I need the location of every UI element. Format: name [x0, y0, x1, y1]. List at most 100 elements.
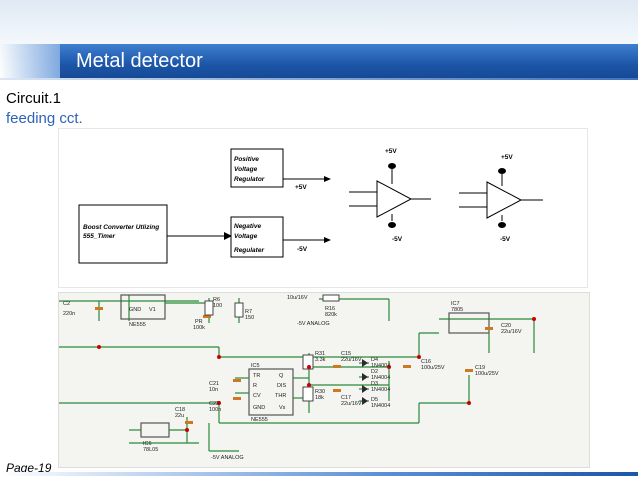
v1-pin-label: V1 — [149, 307, 156, 313]
amp2-bottom-node — [498, 222, 506, 228]
schematic-svg: C2 220n GND V1 NE555 PR 100k R6 100 R7 1… — [59, 294, 536, 461]
amp2-top-node — [498, 168, 506, 174]
c21-value: 10n — [209, 387, 218, 393]
schematic-wires — [59, 294, 535, 452]
analog-rail-bottom: -5V ANALOG — [211, 455, 244, 461]
cv-pin: CV — [253, 393, 261, 399]
ne555-label: NE555 — [129, 322, 146, 328]
ic7-label: IC7 — [451, 301, 460, 307]
c16-label: C16 — [421, 359, 431, 365]
page-number: Page-19 — [6, 461, 52, 475]
pos-output-arrow — [324, 176, 331, 182]
c20-value: 22u/16V — [501, 329, 522, 335]
amp2-bottom-label: -5V — [500, 236, 511, 243]
amp1-bottom-label: -5V — [392, 236, 403, 243]
boost-label-2: 555_Timer — [83, 233, 116, 240]
block-diagram-figure: Boost Converter Utlizing 555_Timer Posit… — [58, 128, 588, 288]
schematic-nodes — [97, 317, 536, 432]
c2-value: 220n — [63, 311, 75, 317]
d3-label: D3 — [371, 381, 378, 387]
cap-top-value: 10u/16V — [287, 295, 308, 301]
q-pin: Q — [279, 373, 284, 379]
negative-regulator-box — [230, 216, 284, 258]
d3-value: 1N4004 — [371, 387, 390, 393]
ic6-value: 78L05 — [143, 447, 158, 453]
arrow-head — [224, 232, 232, 240]
header-bar-fade — [0, 44, 60, 78]
pos-label-1: Positive — [234, 156, 259, 163]
c15-value: 22u/16V — [341, 357, 362, 363]
r30-label: R30 — [315, 389, 325, 395]
gnd-pin-label: GND — [129, 307, 141, 313]
c15-label: C15 — [341, 351, 351, 357]
ic6-label: IC6 — [143, 441, 152, 447]
amp1-top-node — [388, 163, 396, 169]
c18-value: 22u — [175, 413, 184, 419]
r31-label: R31 — [315, 351, 325, 357]
pr-value: 100k — [193, 325, 205, 331]
title-bar — [60, 44, 638, 78]
d5-value: 1N4004 — [371, 403, 390, 409]
gnd-pin-b: GND — [253, 405, 265, 411]
schematic-resistors — [204, 294, 340, 402]
r6-label: R6 — [213, 297, 220, 303]
header-divider — [0, 78, 638, 80]
pos-label-3: Regulator — [234, 176, 265, 183]
c22-value: 100n — [209, 407, 221, 413]
op-amp-1: +5V -5V — [349, 148, 431, 243]
op-amp-2: +5V -5V — [459, 154, 543, 243]
amp1-triangle — [376, 180, 413, 218]
c16-value: 100u/25V — [421, 365, 445, 371]
tr-pin: TR — [253, 373, 260, 379]
ic7-value: 7805 — [451, 307, 463, 313]
d2-label: D2 — [371, 369, 378, 375]
dis-pin: DIS — [277, 383, 287, 389]
footer-divider — [0, 472, 638, 476]
amp1-bottom-node — [388, 222, 396, 228]
vcc-pin: Vs — [279, 405, 286, 411]
r6-value: 100 — [213, 303, 222, 309]
boost-label-1: Boost Converter Utlizing — [83, 224, 159, 231]
r-pin: R — [253, 383, 257, 389]
pos-output-label: +5V — [295, 184, 307, 191]
r16-label: R16 — [325, 306, 335, 312]
c21-label: C21 — [209, 381, 219, 387]
schematic-figure: C2 220n GND V1 NE555 PR 100k R6 100 R7 1… — [58, 292, 590, 468]
c17-value: 22u/16V — [341, 401, 362, 407]
schematic-capacitors — [95, 307, 493, 424]
analog-rail-top: -5V ANALOG — [297, 321, 330, 327]
schematic-diodes — [362, 359, 368, 405]
c19-label: C19 — [475, 365, 485, 371]
neg-output-arrow — [324, 237, 331, 243]
circuit-heading: Circuit.1 — [6, 90, 62, 107]
neg-label-2: Voltage — [234, 233, 258, 240]
pos-label-2: Voltage — [234, 166, 258, 173]
r7-value: 150 — [245, 315, 254, 321]
ne555-label-b: NE555 — [251, 417, 268, 423]
amp2-triangle — [486, 181, 523, 219]
d5-label: D5 — [371, 397, 378, 403]
c18-label: C18 — [175, 407, 185, 413]
boost-converter-box — [78, 204, 168, 264]
c20-label: C20 — [501, 323, 511, 329]
c17-label: C17 — [341, 395, 351, 401]
c2-label: C2 — [63, 301, 70, 307]
pr-label: PR — [195, 319, 203, 325]
block-diagram-svg: Boost Converter Utlizing 555_Timer Posit… — [78, 148, 543, 264]
neg-output-label: -5V — [297, 246, 308, 253]
r30-value: 18k — [315, 395, 324, 401]
r7-label: R7 — [245, 309, 252, 315]
c19-value: 100u/25V — [475, 371, 499, 377]
d4-value: 1N4004 — [371, 363, 390, 369]
positive-regulator-box — [230, 148, 284, 188]
amp1-top-label: +5V — [385, 148, 397, 155]
circuit-caption: feeding cct. — [6, 110, 83, 127]
ic5-label: IC5 — [251, 363, 260, 369]
d4-label: D4 — [371, 357, 378, 363]
thr-pin: THR — [275, 393, 286, 399]
d2-value: 1N4004 — [371, 375, 390, 381]
amp2-top-label: +5V — [501, 154, 513, 161]
neg-label-1: Negative — [234, 223, 261, 230]
r31-value: 3.3k — [315, 357, 326, 363]
r16-value: 820k — [325, 312, 337, 318]
